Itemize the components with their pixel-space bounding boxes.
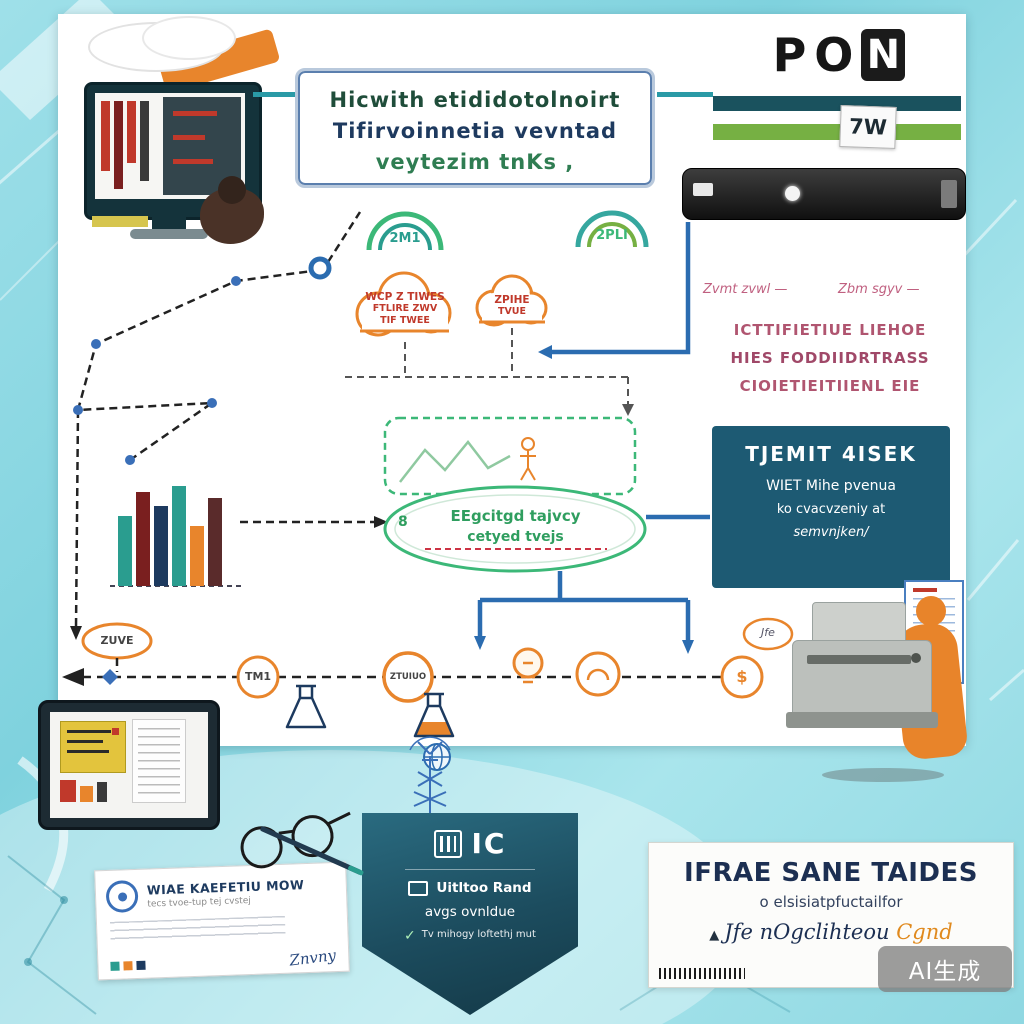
- printer-shadow: [822, 768, 944, 782]
- banner-script-text: Jfe nOgclihteou: [724, 920, 890, 944]
- title-line-1: Hicwith etididotolnoirt: [329, 88, 621, 112]
- jfe-label: Jfe: [761, 626, 775, 639]
- printer-body: [792, 640, 932, 718]
- scribble-note-1: Zvmt zvwl —: [703, 282, 788, 297]
- title-box: Hicwith etididotolnoirt Tifirvoinnetia v…: [295, 68, 655, 188]
- title-line-2: Tifirvoinnetia vevntad: [332, 119, 618, 143]
- teal-box-line1: TJEMIT 4ISEK: [745, 442, 917, 466]
- cloud1-text: WCP Z TIWES FTLIRE ZWV TIF TWEE: [352, 291, 458, 327]
- tablet-illustration: [38, 700, 220, 830]
- logo-letter-o: O: [814, 28, 858, 82]
- logo-letter-p: P: [772, 28, 811, 82]
- banner-subtitle: o elsisiatpfuctailfor: [759, 893, 903, 911]
- monitor-base: [130, 229, 208, 239]
- banner-title: IFRAE SANE TAIDES: [684, 858, 978, 888]
- server-side-block: [941, 180, 957, 208]
- tablet-note-card: [132, 719, 186, 803]
- hexagon-line2: avgs ovnldue: [424, 904, 516, 920]
- person-head: [218, 176, 246, 204]
- cloud2-text: ZPIHE TVUE: [482, 294, 542, 318]
- mountain-icon: ▲: [709, 928, 720, 943]
- status-led: [785, 186, 800, 201]
- tablet-yellow-card: [60, 721, 126, 773]
- node-label-tm1: TM1: [244, 670, 272, 683]
- green-stripe: [713, 124, 961, 140]
- hexagon-ic-text: IC: [471, 827, 507, 860]
- screen-bar: [140, 101, 149, 181]
- logo-badge: N: [861, 29, 906, 81]
- hexagon-grid-icon: [433, 829, 462, 858]
- ellipse-line2: cetyed tvejs: [467, 529, 564, 545]
- title-line-3: veytezim tnKs ,: [375, 150, 575, 174]
- ellipse-line1: EEgcitgd tajvcy: [450, 507, 581, 525]
- pon-logo: P O N: [715, 20, 963, 90]
- printer-illustration: [782, 572, 974, 792]
- badge-7w: 7W: [839, 105, 897, 149]
- ellipse-label: EEgcitgd tajvcy cetyed tvejs: [413, 506, 618, 548]
- screen-dark-panel: [163, 97, 241, 195]
- banner-script-accent: Cgnd: [896, 920, 953, 944]
- watermark-badge: AI生成: [878, 946, 1012, 992]
- tablet-red-dot: [112, 728, 119, 735]
- pink-note-line3: CIOIETIEITIIENL EIE: [739, 377, 921, 395]
- cloud1-line1: WCP Z TIWES: [365, 291, 445, 303]
- pink-note-line2: HIES FODDIIDRTRASS: [730, 349, 930, 367]
- hexagon-divider: [405, 869, 535, 870]
- card-color-chips: [110, 960, 146, 971]
- server-sticker: [693, 183, 713, 196]
- hexagon-bullet-icon: [408, 880, 429, 896]
- screen-bar: [101, 101, 110, 171]
- ellipse-prefix: 8: [398, 514, 408, 530]
- scribble-note-2: Zbm sgyv —: [838, 282, 920, 297]
- monitor-stand: [152, 216, 186, 231]
- card-text-lines: [109, 915, 286, 944]
- computer-monitor-illustration: [72, 16, 281, 244]
- node-label-dollar: $: [736, 667, 748, 686]
- screen-bar: [114, 101, 123, 189]
- monitor-title-connector: [253, 92, 297, 97]
- teal-box-line3: ko cvacvzeniy at: [776, 502, 886, 517]
- hexagon-badge: IC Uitltoo Rand avgs ovnldue ✓ Tv mihogy…: [362, 813, 578, 1015]
- screen-bar: [127, 101, 136, 163]
- server-bar: [682, 168, 966, 220]
- cloud2-line2: TVUE: [497, 306, 527, 317]
- side-ellipse-label: ZUVE: [100, 634, 134, 647]
- watermark-text: AI生成: [908, 959, 982, 985]
- hexagon-line3: Tv mihogy loftethj mut: [421, 929, 536, 940]
- title-logo-connector: [657, 92, 713, 97]
- logo-letter-n: N: [866, 32, 901, 78]
- card-signature: Znvny: [288, 946, 338, 970]
- card-circle-icon: [105, 879, 139, 914]
- teal-box-line2: WIET Mihe pvenua: [766, 478, 896, 494]
- info-card: WIAE KAEFETIU MOW tecs tvoe-tup tej cvst…: [94, 861, 350, 981]
- barcode-marks: [659, 968, 745, 979]
- orange-person-head: [916, 596, 946, 626]
- cloud1-line3: TIF TWEE: [380, 315, 430, 326]
- tablet-stat-bars: [60, 776, 107, 802]
- node-label-ztuiuo: ZTUIUO: [389, 672, 427, 682]
- printer-button: [911, 653, 921, 663]
- printer-slot: [807, 655, 911, 664]
- teal-info-box: TJEMIT 4ISEK WIET Mihe pvenua ko cvacvze…: [712, 426, 950, 588]
- pink-note: ICTTIFIETIUE LIEHOE HIES FODDIIDRTRASS C…: [698, 316, 962, 400]
- document-red-mark: [913, 588, 937, 592]
- pink-note-line1: ICTTIFIETIUE LIEHOE: [733, 321, 927, 339]
- cloud-shape-small: [142, 16, 236, 60]
- hexagon-line1: Uitltoo Rand: [436, 880, 532, 896]
- badge-7w-text: 7W: [848, 114, 888, 140]
- teal-box-line4: semvnjken/: [793, 525, 869, 540]
- arch1-label: 2M1: [389, 231, 421, 246]
- tablet-screen: [50, 712, 208, 818]
- printer-tray: [786, 712, 938, 728]
- cloud2-line1: ZPIHE: [494, 294, 530, 306]
- arch2-label: 2PLI: [596, 228, 628, 243]
- yellow-strip: [92, 216, 148, 227]
- check-icon: ✓: [404, 928, 416, 944]
- teal-stripe: [713, 96, 961, 111]
- cloud1-line2: FTLIRE ZWV: [372, 303, 438, 314]
